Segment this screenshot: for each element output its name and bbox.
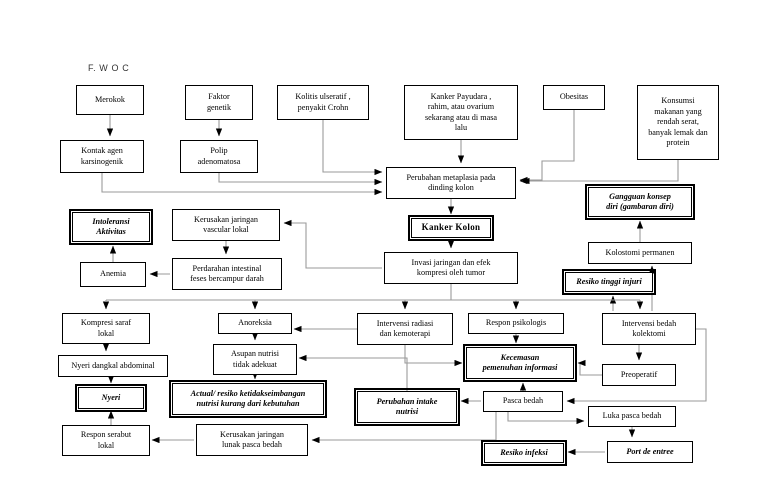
edge-konsumsi-metaplasia-2 <box>521 160 679 185</box>
node-kolostomi[interactable]: Kolostomi permanen <box>588 242 692 264</box>
node-label: Kolitis ulseratif ,penyakit Crohn <box>295 92 351 112</box>
node-label: Preoperatif <box>620 369 658 379</box>
node-label: Kolostomi permanen <box>605 247 675 257</box>
edge-pascabedah-luka <box>507 412 585 425</box>
node-port-de-entree[interactable]: Port de entree <box>607 441 693 463</box>
node-label: Luka pasca bedah <box>602 411 662 421</box>
node-label: Merokok <box>94 94 125 104</box>
node-label: Nyeri <box>101 392 121 402</box>
node-nyeri[interactable]: Nyeri <box>74 383 148 413</box>
edge-pascabedah-kerusakanlunak <box>311 412 497 444</box>
node-label: Anemia <box>100 269 126 279</box>
edge-kolitis-metaplasia <box>322 120 383 176</box>
node-resiko-infeksi[interactable]: Resiko infeksi <box>480 439 568 467</box>
edge-intake-asupan <box>298 354 408 391</box>
node-nyeri-dangkal[interactable]: Nyeri dangkal abdominal <box>58 355 168 377</box>
node-label: Resiko infeksi <box>500 447 548 457</box>
node-pasca-bedah[interactable]: Pasca bedah <box>483 391 563 412</box>
edge-preoperatif-kecemasan <box>577 359 602 376</box>
node-label: Port de entree <box>626 446 674 456</box>
edge-konsumsi-metaplasia <box>519 177 528 185</box>
node-luka-pasca-bedah[interactable]: Luka pasca bedah <box>588 406 676 427</box>
node-respon-psikologis[interactable]: Respon psikologis <box>468 313 564 334</box>
node-kolitis[interactable]: Kolitis ulseratif ,penyakit Crohn <box>277 85 369 120</box>
node-anemia[interactable]: Anemia <box>80 262 146 287</box>
edge-obesitas-metaplasia <box>519 110 575 184</box>
node-anoreksia[interactable]: Anoreksia <box>218 313 292 334</box>
node-label: Kanker Kolon <box>421 222 481 233</box>
node-obesitas[interactable]: Obesitas <box>543 85 605 110</box>
node-resiko-tinggi-injuri[interactable]: Resiko tinggi injuri <box>561 268 657 296</box>
edge-kontak-metaplasia <box>101 173 383 196</box>
node-label: Obesitas <box>559 92 589 102</box>
node-merokok[interactable]: Merokok <box>76 85 144 115</box>
diagram-label: F. W O C <box>88 63 130 73</box>
node-label: Respon psikologis <box>485 318 547 328</box>
edge-polip-metaplasia <box>218 173 383 186</box>
node-label: Resiko tinggi injuri <box>576 276 642 286</box>
node-label: Nyeri dangkal abdominal <box>71 360 155 370</box>
edge-bedah-pascabedah <box>566 328 707 405</box>
node-label: Anoreksia <box>238 318 272 328</box>
edge-radiasi-kecemasan <box>404 345 463 367</box>
node-kanker-kolon[interactable]: Kanker Kolon <box>407 214 495 242</box>
node-preoperatif[interactable]: Preoperatif <box>602 364 676 386</box>
edge-invasi-vascular <box>283 219 382 269</box>
node-label: Pasca bedah <box>502 396 544 406</box>
